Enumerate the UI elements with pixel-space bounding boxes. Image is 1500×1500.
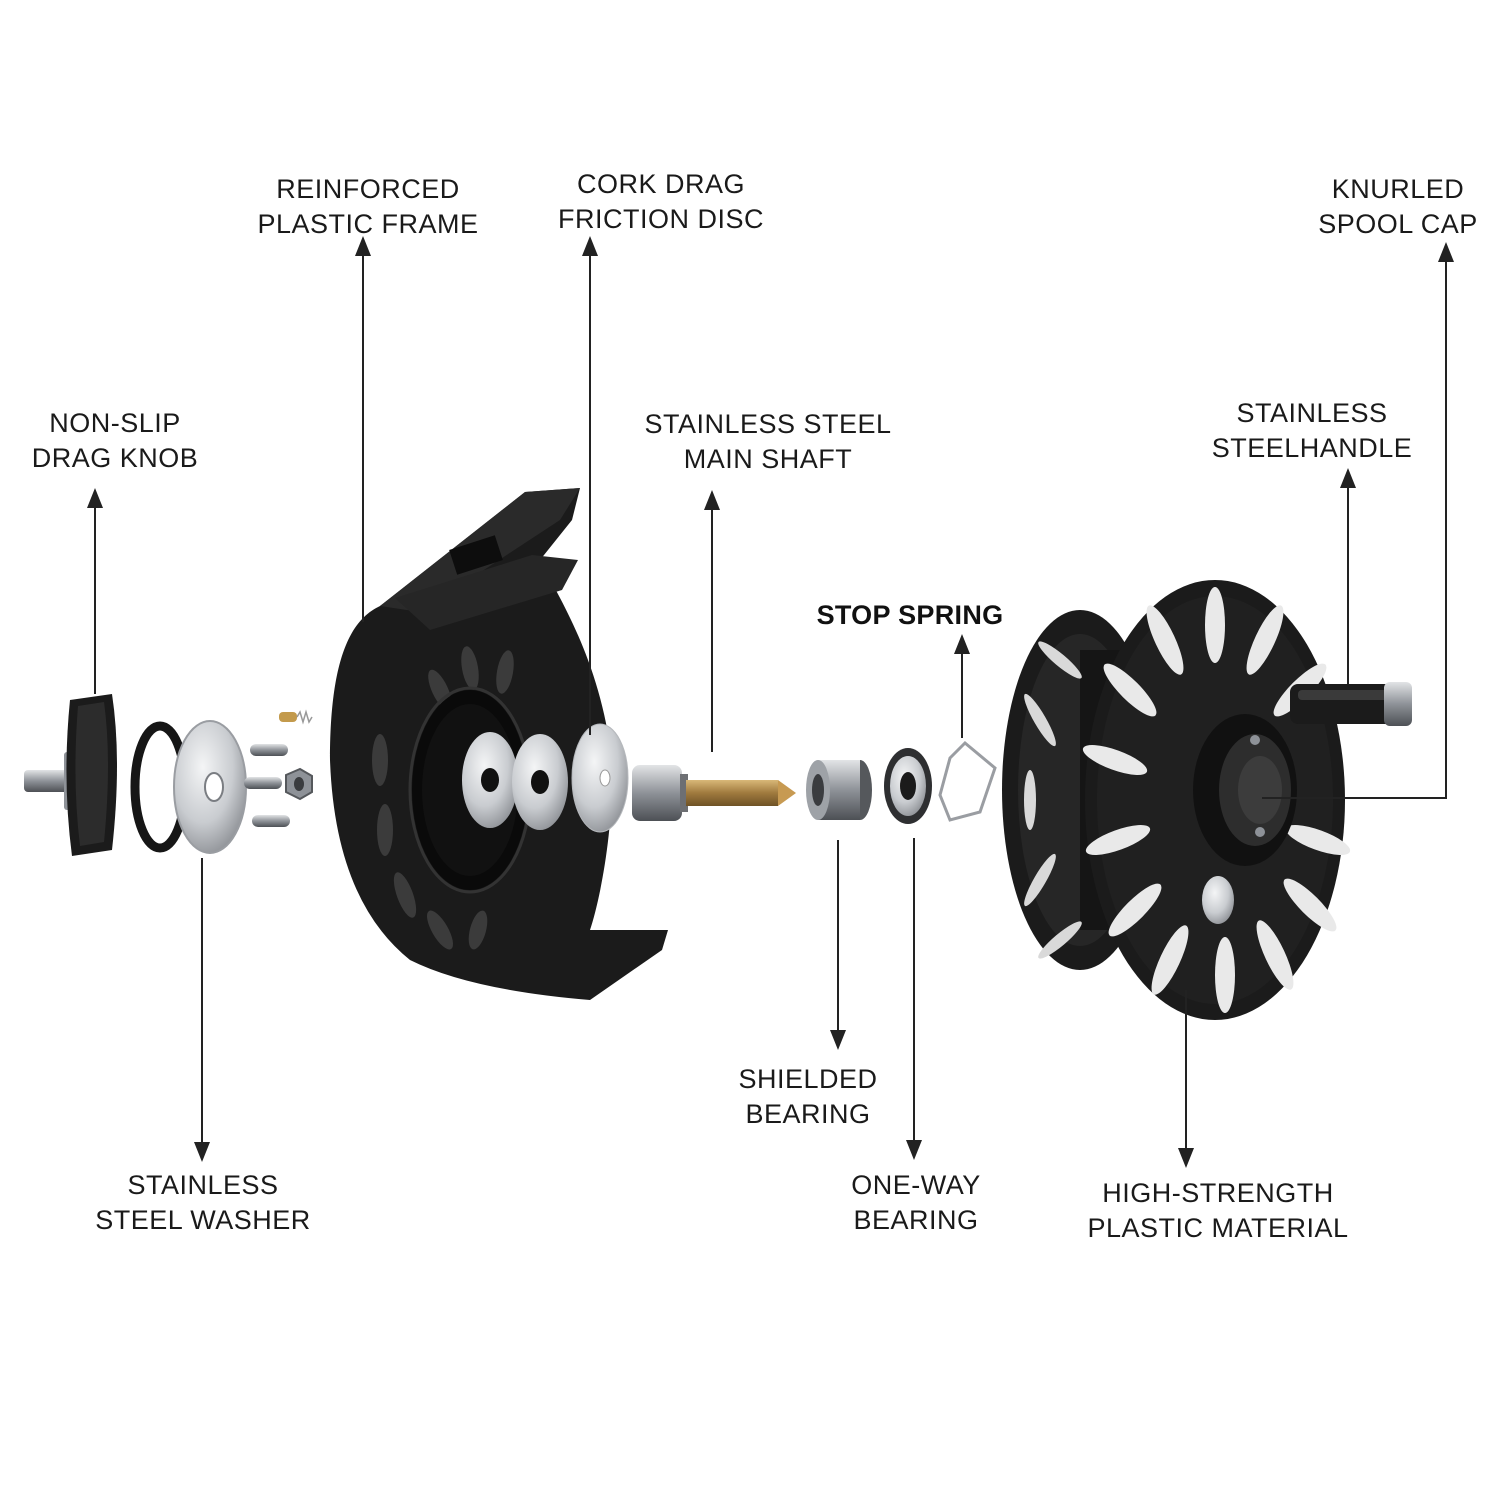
label-line: STAINLESS STEEL: [644, 409, 892, 439]
label-line: SPOOL CAP: [1318, 209, 1478, 239]
drag-knob: [24, 694, 117, 856]
label-line: STEEL WASHER: [95, 1205, 311, 1235]
label-line: FRICTION DISC: [558, 204, 764, 234]
label-spool-material: HIGH-STRENGTH PLASTIC MATERIAL: [1070, 1176, 1366, 1246]
label-line: SHIELDED: [738, 1064, 878, 1094]
label-stop-spring: STOP SPRING: [790, 598, 1030, 633]
label-handle: STAINLESS STEELHANDLE: [1192, 396, 1432, 466]
label-shielded-bearing: SHIELDED BEARING: [716, 1062, 900, 1132]
label-line: REINFORCED: [276, 174, 460, 204]
label-line: DRAG KNOB: [31, 443, 199, 473]
label-line: HIGH-STRENGTH: [1102, 1178, 1334, 1208]
label-cork-disc: CORK DRAG FRICTION DISC: [536, 167, 786, 237]
label-frame: REINFORCED PLASTIC FRAME: [238, 172, 498, 242]
leader-lines: [87, 236, 1454, 1168]
reel-handle: [1290, 682, 1412, 726]
reel-spool: [1002, 580, 1351, 1020]
main-shaft: [632, 765, 796, 821]
label-line: BEARING: [745, 1099, 871, 1129]
label-line: ONE-WAY: [851, 1170, 981, 1200]
label-line: STAINLESS: [127, 1170, 279, 1200]
label-line: BEARING: [853, 1205, 979, 1235]
label-line: KNURLED: [1331, 174, 1465, 204]
label-spool-cap: KNURLED SPOOL CAP: [1300, 172, 1496, 242]
label-main-shaft: STAINLESS STEEL MAIN SHAFT: [630, 407, 906, 477]
shielded-bearing: [806, 760, 872, 820]
label-washer: STAINLESS STEEL WASHER: [80, 1168, 326, 1238]
stop-spring: [938, 740, 997, 822]
cork-friction-disc: [571, 723, 629, 833]
label-line: PLASTIC MATERIAL: [1087, 1213, 1349, 1243]
label-one-way-bearing: ONE-WAY BEARING: [826, 1168, 1006, 1238]
steel-washer: [173, 720, 247, 854]
label-line: STOP SPRING: [816, 600, 1004, 630]
label-line: STAINLESS: [1236, 398, 1388, 428]
drag-discs: [462, 732, 568, 830]
small-hardware: [244, 709, 313, 827]
label-line: PLASTIC FRAME: [257, 209, 479, 239]
label-line: CORK DRAG: [576, 169, 746, 199]
label-line: NON-SLIP: [49, 408, 181, 438]
one-way-bearing: [884, 748, 932, 824]
label-line: STEELHANDLE: [1211, 433, 1413, 463]
label-line: MAIN SHAFT: [683, 444, 853, 474]
label-drag-knob: NON-SLIP DRAG KNOB: [15, 406, 215, 476]
